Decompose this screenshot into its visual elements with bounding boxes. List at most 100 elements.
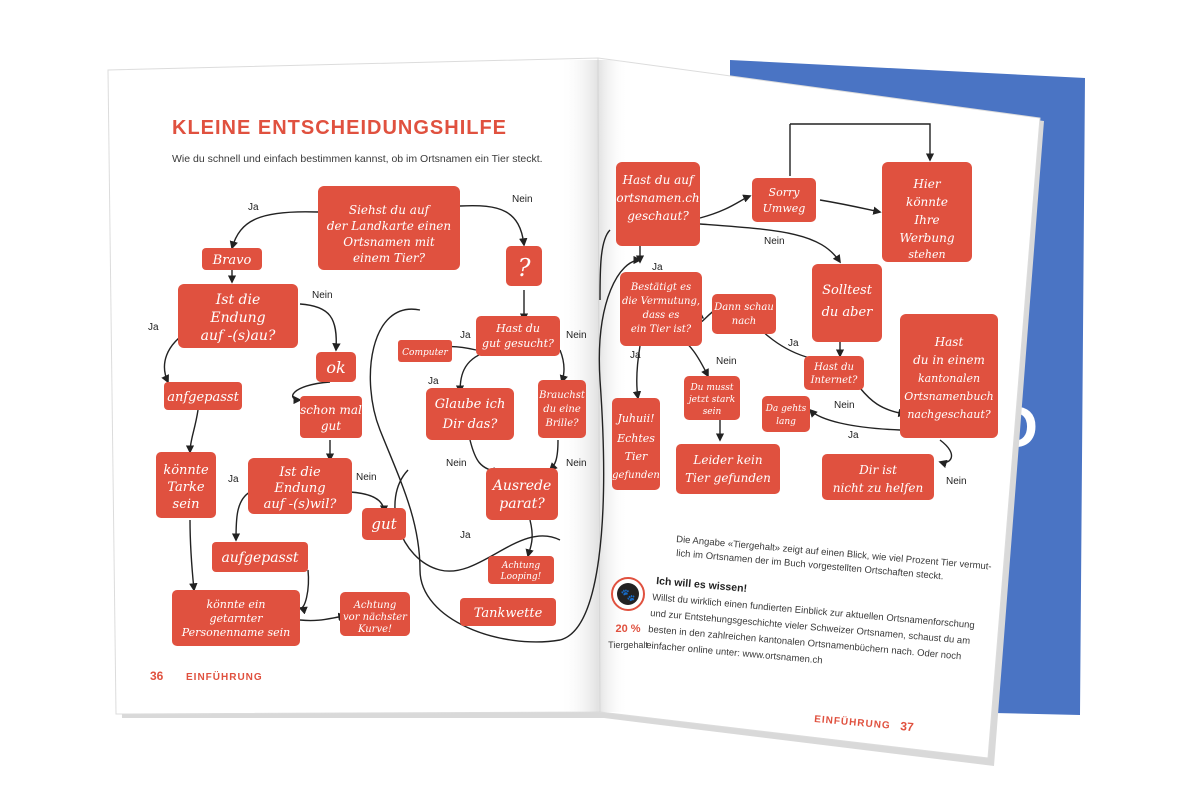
svg-text:Ja: Ja <box>228 474 239 485</box>
svg-text:Ortsnamen mit: Ortsnamen mit <box>343 235 435 249</box>
svg-text:Nein: Nein <box>946 476 967 487</box>
svg-text:Nein: Nein <box>566 458 587 469</box>
svg-text:Du musst: Du musst <box>689 383 733 393</box>
svg-text:du aber: du aber <box>822 305 874 320</box>
flow-node-n22: Bestätigt es die Vermutung, dass es ein … <box>620 272 702 346</box>
svg-text:dass es: dass es <box>643 310 680 321</box>
edge-labels-left: Ja Nein Nein Ja Ja Nein Ja Nein Ja Nein … <box>148 194 587 541</box>
flow-node-n14: Hast du gut gesucht? <box>476 316 560 356</box>
svg-text:nicht zu helfen: nicht zu helfen <box>833 481 923 495</box>
svg-text:Werbung: Werbung <box>899 231 954 245</box>
tiergehalt-percent: 20 % <box>615 623 640 635</box>
svg-text:Bestätigt es: Bestätigt es <box>630 282 691 293</box>
svg-text:Nein: Nein <box>512 194 533 205</box>
left-page-number: 36 <box>150 669 164 683</box>
svg-text:Personenname sein: Personenname sein <box>181 626 290 639</box>
svg-text:lang: lang <box>776 417 796 427</box>
svg-text:ein Tier ist?: ein Tier ist? <box>631 324 692 335</box>
tiergehalt-label: Tiergehalt <box>608 640 648 650</box>
flow-node-n3: Bravo <box>202 248 262 270</box>
svg-text:Tier gefunden: Tier gefunden <box>685 471 771 485</box>
left-section-label: EINFÜHRUNG <box>186 670 263 683</box>
svg-text:getarnter: getarnter <box>209 612 263 625</box>
svg-text:Endung: Endung <box>209 310 265 326</box>
svg-text:Computer: Computer <box>402 348 448 358</box>
svg-text:Nein: Nein <box>446 458 467 469</box>
svg-text:Ja: Ja <box>428 376 439 387</box>
svg-text:Sorry: Sorry <box>769 186 801 199</box>
svg-text:?: ? <box>518 254 531 282</box>
svg-text:gut: gut <box>371 515 397 533</box>
svg-text:der Landkarte einen: der Landkarte einen <box>327 219 451 233</box>
svg-text:Echtes: Echtes <box>616 432 655 445</box>
svg-text:Tarke: Tarke <box>167 480 205 495</box>
svg-text:Internet?: Internet? <box>810 375 858 386</box>
svg-text:parat?: parat? <box>499 496 545 512</box>
flow-node-n15: Computer <box>398 340 452 362</box>
svg-text:Hast du auf: Hast du auf <box>622 173 697 187</box>
svg-text:nachgeschaut?: nachgeschaut? <box>907 408 990 421</box>
flow-node-n26: Solltest du aber <box>812 264 882 342</box>
svg-text:einem Tier?: einem Tier? <box>353 251 426 265</box>
flow-node-n23: Juhuii! Echtes Tier gefunden <box>612 398 660 490</box>
flow-node-n30: Du musst jetzt stark sein <box>684 376 740 420</box>
svg-text:sein: sein <box>173 497 200 512</box>
svg-text:Achtung: Achtung <box>501 561 541 571</box>
svg-text:die Vermutung,: die Vermutung, <box>622 296 700 307</box>
flow-node-n27: Dann schau nach <box>712 294 776 334</box>
svg-text:Hast: Hast <box>934 335 964 349</box>
svg-text:Kurve!: Kurve! <box>357 624 392 635</box>
svg-text:Nein: Nein <box>716 356 737 367</box>
svg-text:Ortsnamenbuch: Ortsnamenbuch <box>904 390 993 403</box>
svg-text:auf -(s)au?: auf -(s)au? <box>201 328 276 344</box>
svg-text:vor nächster: vor nächster <box>343 612 408 623</box>
svg-text:Glaube ich: Glaube ich <box>435 397 506 412</box>
svg-text:Nein: Nein <box>312 290 333 301</box>
flow-node-n12: könnte ein getarnter Personenname sein <box>172 590 300 646</box>
svg-text:du eine: du eine <box>543 404 581 415</box>
flow-node-n20: Tankwette <box>460 598 556 626</box>
svg-text:nach: nach <box>732 316 756 327</box>
right-page-number: 37 <box>900 719 915 734</box>
svg-text:Dann schau: Dann schau <box>713 302 774 313</box>
svg-text:du in einem: du in einem <box>913 353 985 367</box>
gutter-right <box>598 60 628 712</box>
flow-node-n9: Ist die Endung auf -(s)wil? <box>248 458 352 514</box>
svg-text:gut gesucht?: gut gesucht? <box>482 337 554 350</box>
svg-text:Ja: Ja <box>788 338 799 349</box>
flow-node-n32: Leider kein Tier gefunden <box>676 444 780 494</box>
flow-node-n10: gut <box>362 508 406 540</box>
svg-text:Dir das?: Dir das? <box>442 417 499 432</box>
flow-node-n18: Ausrede parat? <box>486 468 558 520</box>
flow-node-n19: Achtung Looping! <box>488 556 554 584</box>
flow-node-n1-text: Siehst du auf <box>349 203 432 217</box>
svg-text:Bravo: Bravo <box>212 253 252 268</box>
svg-text:auf -(s)wil?: auf -(s)wil? <box>264 497 338 512</box>
page-subtitle: Wie du schnell und einfach bestimmen kan… <box>172 153 543 165</box>
svg-text:Tier: Tier <box>625 450 648 463</box>
svg-text:Ja: Ja <box>652 262 663 273</box>
svg-text:Nein: Nein <box>566 330 587 341</box>
flow-node-n29: Hast du in einem kantonalen Ortsnamenbuc… <box>900 314 998 438</box>
flow-node-n13: Achtung vor nächster Kurve! <box>340 592 410 636</box>
flow-node-n25: Hier könnte Ihre Werbung stehen <box>882 162 972 262</box>
svg-text:könnte: könnte <box>906 195 948 209</box>
svg-text:Looping!: Looping! <box>500 572 542 582</box>
svg-text:Leider kein: Leider kein <box>692 453 762 467</box>
flow-node-n6: anfgepasst <box>164 382 242 410</box>
svg-text:ortsnamen.ch: ortsnamen.ch <box>616 191 699 205</box>
svg-text:Nein: Nein <box>764 236 785 247</box>
svg-text:schon mal: schon mal <box>300 403 362 417</box>
flow-node-n24: Sorry Umweg <box>752 178 816 222</box>
svg-text:Ja: Ja <box>630 350 641 361</box>
svg-text:Brille?: Brille? <box>544 418 579 429</box>
svg-text:Ja: Ja <box>248 202 259 213</box>
flow-node-n8: könnte Tarke sein <box>156 452 216 518</box>
svg-text:Hast du: Hast du <box>813 362 854 373</box>
flow-node-n7: schon mal gut <box>300 396 362 438</box>
svg-text:sein: sein <box>703 407 722 417</box>
svg-text:könnte ein: könnte ein <box>207 598 266 611</box>
flow-node-n5: ok <box>316 352 356 382</box>
svg-text:Ihre: Ihre <box>913 213 939 227</box>
svg-text:Achtung: Achtung <box>353 600 397 611</box>
